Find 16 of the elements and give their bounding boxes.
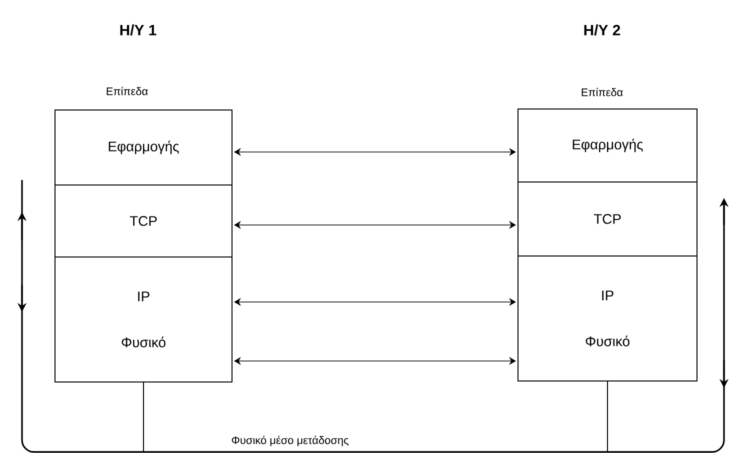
layers-heading: Επίπεδα (582, 88, 623, 96)
layer-box: TCP (518, 181, 698, 256)
layers-heading: Επίπεδα (106, 86, 148, 96)
computer-heading: H/Y 2 (584, 24, 620, 36)
double-arrow (234, 220, 516, 230)
connection-line (143, 380, 608, 452)
layer-box: Εφαρμογής (54, 109, 232, 186)
layer-box: IP Φυσικό (518, 255, 698, 382)
layer-box: TCP (54, 184, 232, 258)
double-arrow (234, 298, 516, 306)
double-arrow (234, 148, 516, 156)
layer-box: Εφαρμογής (518, 108, 698, 182)
layer-box: IP Φυσικό (54, 256, 232, 382)
computer-heading: H/Y 1 (120, 24, 156, 36)
double-arrow (234, 356, 516, 366)
edge-label: Φυσικό μέσο μετάδοσης (232, 436, 348, 446)
